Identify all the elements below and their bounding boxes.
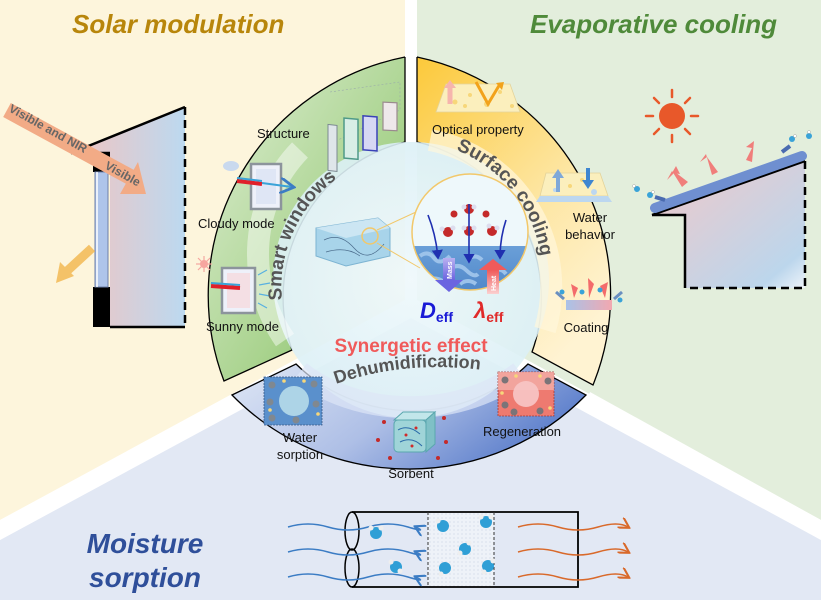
dry-air-flows — [517, 524, 628, 581]
cloud-icon — [223, 161, 239, 171]
hydrogel-block — [315, 217, 391, 267]
water-sorption-illustration — [263, 376, 323, 426]
water-sorption-label-line2: sorption — [277, 447, 323, 462]
incident-arrow — [3, 102, 136, 186]
lambda-eff-symbol: λeff — [473, 298, 504, 325]
regeneration-label: Regeneration — [483, 424, 561, 439]
humid-air-flows — [287, 523, 421, 580]
reflected-arrow — [62, 244, 96, 276]
regeneration-illustration — [497, 371, 555, 417]
zoom-line-top — [376, 211, 417, 231]
magnified-circle — [411, 173, 529, 291]
coating-label: Coating — [564, 320, 609, 335]
window-glass — [94, 171, 109, 288]
water-behavior-illustration — [536, 168, 612, 202]
channel-inlet-top — [344, 511, 360, 551]
water-behavior-label-line2: behavior — [565, 227, 616, 242]
window-frame-bottom — [93, 287, 110, 327]
sorbent-illustration — [376, 410, 448, 460]
heat-arrow — [479, 259, 507, 294]
smart-window-house — [70, 105, 187, 329]
cooling-house — [650, 151, 807, 290]
optical-property-illustration — [435, 80, 521, 113]
mass-arrow — [435, 258, 463, 292]
house-body-left — [71, 107, 185, 327]
ring-flow-arrow-left — [247, 142, 309, 347]
ring-flow-arrow-right — [427, 129, 563, 334]
ring-flow-arrow-bottom — [293, 363, 527, 419]
sorbent-label: Sorbent — [388, 466, 434, 481]
evaporative-cooling-title: Evaporative cooling — [530, 9, 777, 39]
d-eff-symbol: Deff — [420, 298, 453, 325]
evaporation-arrows — [667, 141, 754, 187]
sun-icon — [644, 88, 700, 144]
water-sorption-label-line1: Water — [283, 430, 318, 445]
light-arrows — [3, 102, 146, 283]
sunny-mode-label: Sunny mode — [206, 319, 279, 334]
quadrant-dividers — [0, 0, 821, 540]
structure-label: Structure — [257, 126, 310, 141]
cloudy-mode-illustration — [223, 161, 292, 211]
water-behavior-label-line1: Water — [573, 210, 608, 225]
cloudy-mode-label: Cloudy mode — [198, 216, 275, 231]
moisture-title-line2: sorption — [89, 562, 201, 593]
mass-label: Mass — [447, 261, 454, 279]
heat-label: Heat — [491, 275, 498, 291]
channel-inlet-bottom — [344, 548, 360, 588]
house-body-right — [652, 161, 805, 288]
moisture-title-line1: Moisture — [87, 528, 204, 559]
channel-water-molecules — [368, 514, 496, 577]
optical-property-label: Optical property — [432, 122, 524, 137]
synergetic-effect-title: Synergetic effect — [334, 336, 488, 357]
zoom-line-bottom — [376, 242, 421, 269]
solar-modulation-title: Solar modulation — [72, 9, 284, 39]
coating-illustration — [555, 278, 623, 310]
sunny-mode-illustration — [196, 256, 271, 315]
structure-illustration — [327, 81, 401, 172]
water-molecules-right — [632, 130, 812, 202]
cooling-coating-roof — [650, 151, 807, 213]
house-dashed-wall-right — [685, 161, 807, 290]
